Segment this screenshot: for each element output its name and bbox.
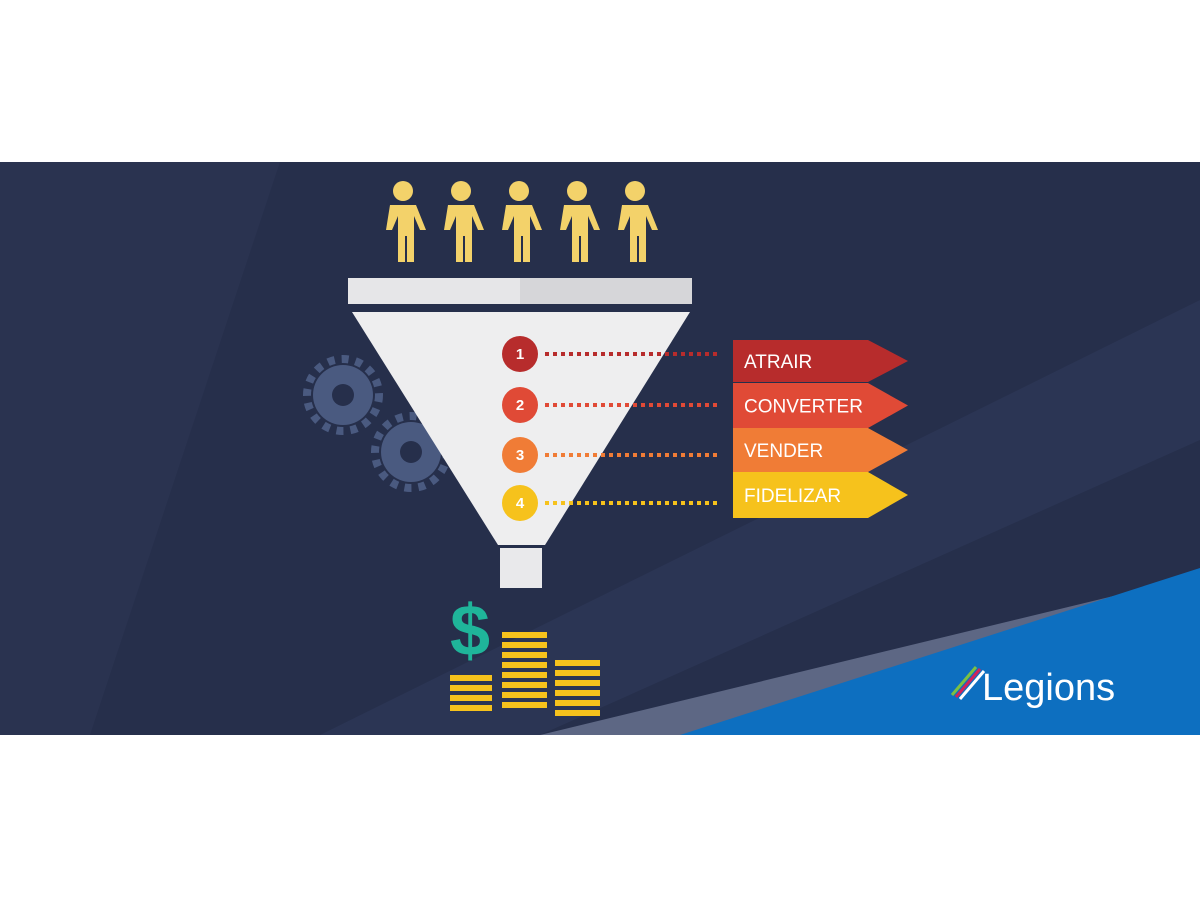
stage-number-badge [502,437,538,473]
stage-number: 2 [516,397,524,414]
logo-text: Legions [982,667,1115,709]
coin [502,642,547,648]
coin [502,702,547,708]
legions-logo: Legions [950,666,1115,709]
coin [555,690,600,696]
stage-number: 3 [516,447,524,464]
coin [450,695,492,701]
coin-stacks-icon [450,632,600,716]
stage-ribbon [733,340,908,382]
stage-number: 1 [516,346,524,363]
coin [450,675,492,681]
stage-ribbon [733,428,908,472]
dollar-sign-icon: $ [450,591,490,671]
stage-converter: CONVERTER 2 [502,383,908,428]
stage-number: 4 [516,495,525,512]
people-group [386,181,658,262]
stage-fidelizar: FIDELIZAR 4 [502,472,908,521]
blue-corner [680,568,1200,735]
stage-number-badge [502,485,538,521]
coin [502,632,547,638]
funnel [348,278,692,588]
stage-number-badge [502,387,538,423]
coin [502,662,547,668]
coin [450,705,492,711]
stage-atrair: ATRAIR 1 [502,336,908,382]
stage-vender: VENDER 3 [502,428,908,473]
coin [555,670,600,676]
coin [502,672,547,678]
coin [502,692,547,698]
stage-label: CONVERTER [744,397,863,418]
background-light-band [0,162,280,735]
coin [502,682,547,688]
stage-ribbon [733,472,908,518]
coin [502,652,547,658]
coin [555,660,600,666]
coin [450,685,492,691]
coin [555,680,600,686]
coin [555,710,600,716]
stage-ribbon [733,383,908,428]
coin [555,700,600,706]
stage-label: ATRAIR [744,352,812,373]
stage-label: FIDELIZAR [744,486,841,507]
person-icon [386,181,426,262]
stage-label: VENDER [744,441,823,462]
stage-number-badge [502,336,538,372]
